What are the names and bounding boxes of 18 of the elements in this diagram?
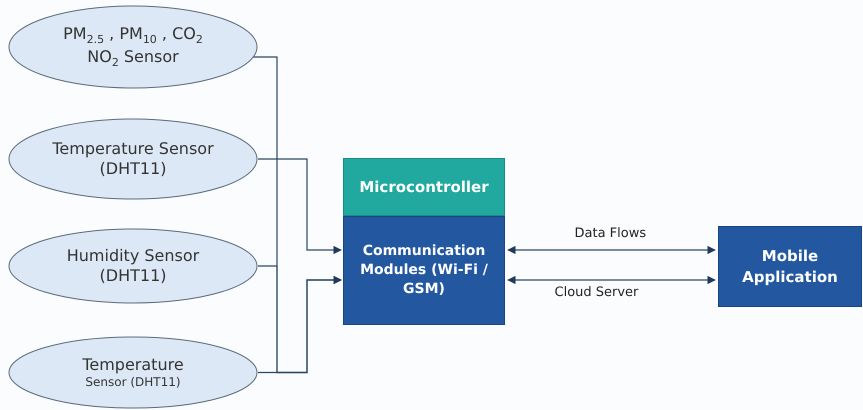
sensor-label: Humidity Sensor (DHT11) [66,246,200,286]
sensor-label: Temperature [82,355,184,375]
box-label: Microcontroller [359,176,489,198]
box-label: Communication Modules (Wi-Fi / GSM) [359,242,489,299]
sensor-ellipse [8,228,258,304]
application-box [718,226,862,307]
microcontroller-box [343,158,505,216]
box-label: Mobile Application [741,246,839,287]
sensor-label: PM$_{2.5}$ , PM$_{10}$ , CO$_{2}$ NO$_{2}$ Sensor [62,24,204,70]
sensor-label: Temperature Sensor (DHT11) [51,139,215,179]
sensor-ellipse [8,118,258,200]
connector-arrow [507,276,716,284]
module-box [343,216,505,325]
sensor-ellipse [8,336,258,409]
sensor-ellipse [8,5,258,89]
sensor-label: Sensor (DHT11) [85,375,181,390]
connector-arrow [507,246,716,254]
connector-arrow [258,158,342,254]
